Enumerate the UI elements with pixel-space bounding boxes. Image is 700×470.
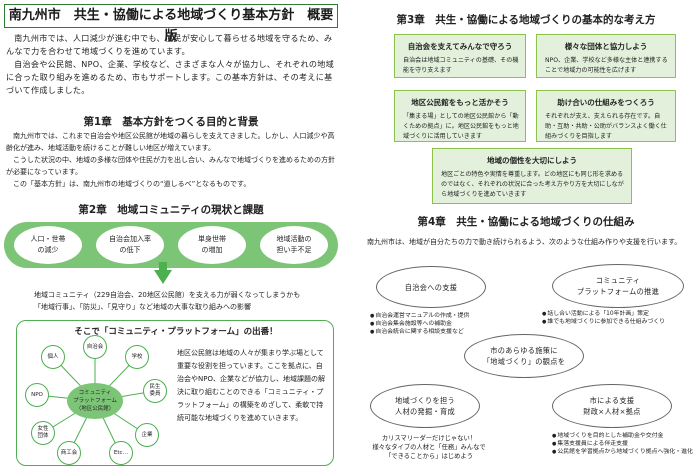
principle-body: 地区ごとの特色や実情を尊重します。どの地区にも同じ形を求めるのではなく、それぞれ… bbox=[441, 171, 624, 198]
chapter4-heading: 第4章 共生・協働による地域づくりの仕組み bbox=[417, 216, 635, 228]
node-npo: NPO bbox=[25, 383, 49, 407]
chapter4-intro: 南九州市は、地域が自分たちの力で動き続けられるよう、次のような仕組み作りや支援を… bbox=[367, 238, 682, 246]
node-neighborhood-association: 自治会 bbox=[83, 335, 107, 359]
caption-line: 「できることから」はじめよう bbox=[384, 453, 474, 460]
principle-body: それぞれが支え、支えられる存在です。自助・互助・共助・公助がバランスよく働く仕組… bbox=[545, 113, 667, 140]
chapter1-body: 南九州市では、これまで自治会や地区公民館が地域の暮らしを支えてきました。しかし、… bbox=[6, 130, 336, 190]
bullet-item: 誰でも地域づくりに参加できる仕組みづくり bbox=[542, 318, 696, 326]
node-individual: 個人 bbox=[41, 345, 65, 369]
left-column: 南九州市 共生・協働による地域づくり基本方針 概要版 南九州市では、人口減少が進… bbox=[4, 4, 338, 466]
community-impact-line: 地域コミュニティ（229自治会、20地区公民館）を支える力が弱くなってしまうかも bbox=[34, 291, 301, 299]
intro-paragraph: 南九州市では、人口減少が進む中でも、住民が安心して暮らせる地域を守るため、みんな… bbox=[6, 33, 333, 56]
platform-title: そこで「コミュニティ・プラットフォーム」の出番！ bbox=[74, 327, 278, 337]
support-bubble: 市による支援 財政×人材×拠点 bbox=[552, 384, 672, 428]
caption-line: カリスマリーダーだけじゃない！ bbox=[381, 435, 477, 442]
support-bubble: 自治会への支援 bbox=[376, 266, 486, 308]
issue-worker-shortage: 地域活動の 担い手不足 bbox=[260, 226, 328, 264]
node-chamber-of-commerce: 商工会 bbox=[57, 441, 81, 465]
bullet-item: 自治会運営マニュアルの作成・提供 bbox=[370, 312, 520, 320]
principle-body: 自治会は地域コミュニティの基礎、その機能を守り支えます bbox=[403, 57, 519, 74]
chapter2-heading: 第2章 地域コミュニティの現状と課題 bbox=[78, 204, 264, 216]
talent-caption: カリスマリーダーだけじゃない！ 様々なタイプの人材と「任務」みんなで 「できるこ… bbox=[356, 434, 502, 461]
principle-box: 地域の個性を大切にしよう 地区ごとの特色や実情を尊重します。どの地区にも同じ形を… bbox=[432, 148, 632, 204]
principle-box: 自治会を支えてみんなで守ろう 自治会は地域コミュニティの基礎、その機能を守り支え… bbox=[394, 34, 526, 78]
node-welfare-commissioner: 民生 委員 bbox=[143, 379, 167, 403]
node-etc: Etc… bbox=[109, 441, 133, 465]
bullet-item: 公民館を学習拠点から地域づくり拠点へ強化・進化 bbox=[552, 448, 696, 456]
principle-box: 助け合いの仕組みをつくろう それぞれが支え、支えられる存在です。自助・互助・共助… bbox=[536, 90, 676, 142]
platform-diagram: 個人 自治会 学校 民生 委員 企業 Etc… 商工会 女性 団体 NPO コミ… bbox=[21, 335, 171, 465]
node-company: 企業 bbox=[135, 423, 159, 447]
platform-center: コミュニティ プラットフォーム （地区公民館） bbox=[67, 383, 123, 419]
principle-box: 様々な団体と協力しよう NPO、企業、学校など多様な主体と連携することで地域力の… bbox=[536, 34, 676, 78]
platform-center-line: プラットフォーム bbox=[73, 398, 117, 404]
right-column: 第3章 共生・協働による地域づくりの基本的な考え方 自治会を支えてみんなで守ろう… bbox=[356, 4, 696, 466]
principle-title: 地区公民館をもっと活かそう bbox=[411, 98, 509, 107]
caption-line: 様々なタイプの人材と「任務」みんなで bbox=[372, 444, 486, 451]
support-bubble: 地域づくりを担う 人材の発掘・育成 bbox=[370, 384, 480, 428]
bubble5-bullets: 地域づくりを目的とした補助金や交付金 集落支援員による伴走支援 公民館を学習拠点… bbox=[552, 432, 696, 456]
community-impact-line: 「地域行事」、「防災」、「見守り」など地域の大事な取り組みへの影響 bbox=[34, 303, 251, 311]
issue-single-households: 単身世帯 の増加 bbox=[178, 226, 246, 264]
intro-text: 南九州市では、人口減少が進む中でも、住民が安心して暮らせる地域を守るため、みんな… bbox=[6, 32, 336, 97]
document-title: 南九州市 共生・協働による地域づくり基本方針 概要版 bbox=[4, 4, 338, 44]
platform-center-line: （地区公民館） bbox=[75, 406, 115, 412]
principle-title: 助け合いの仕組みをつくろう bbox=[557, 98, 655, 107]
chapter1-paragraph: こうした状況の中、地域の多様な団体や住民が力を出し合い、みんなで地域づくりを進め… bbox=[6, 156, 335, 176]
node-school: 学校 bbox=[125, 345, 149, 369]
chapter1-heading: 第1章 基本方針をつくる目的と背景 bbox=[83, 116, 259, 128]
principle-body: NPO、企業、学校など多様な主体と連携することで地域力の可能性を広げます bbox=[545, 57, 668, 74]
support-bubble: 市のあらゆる施策に 「地域づくり」の観点を bbox=[464, 334, 584, 378]
bullet-item: 地域づくりを目的とした補助金や交付金 bbox=[552, 432, 696, 440]
platform-box: そこで「コミュニティ・プラットフォーム」の出番！ 個人 bbox=[16, 320, 334, 466]
principle-box: 地区公民館をもっと活かそう 「集まる場」としての地区公民館から「動くための拠点」… bbox=[394, 90, 526, 142]
issue-population-decline: 人口・世帯 の減少 bbox=[14, 226, 82, 264]
node-womens-group: 女性 団体 bbox=[31, 421, 55, 445]
chapter3-heading: 第3章 共生・協働による地域づくりの基本的な考え方 bbox=[396, 14, 656, 26]
chapter1-paragraph: 南九州市では、これまで自治会や地区公民館が地域の暮らしを支えてきました。しかし、… bbox=[6, 132, 335, 152]
platform-description: 地区公民館は地域の人々が集まり学ぶ場として重要な役割を担っています。ここを拠点に… bbox=[177, 349, 325, 422]
community-impact-text: 地域コミュニティ（229自治会、20地区公民館）を支える力が弱くなってしまうかも… bbox=[34, 289, 334, 313]
principle-title: 様々な団体と協力しよう bbox=[564, 42, 648, 51]
support-bubble: コミュニティ プラットフォームの推進 bbox=[552, 264, 684, 308]
issue-membership-decline: 自治会加入率 の低下 bbox=[96, 226, 164, 264]
intro-paragraph: 自治会や公民館、NPO、企業、学校など、さまざまな人々が協力し、それぞれの地域に… bbox=[6, 59, 335, 95]
bullet-item: 自治会統合に関する相談支援など bbox=[370, 328, 520, 336]
down-arrow-icon bbox=[154, 262, 172, 284]
bubble1-bullets: 自治会運営マニュアルの作成・提供 自治会集会施設等への補助金 自治会統合に関する… bbox=[370, 312, 520, 336]
principle-title: 地域の個性を大切にしよう bbox=[487, 156, 577, 165]
principle-body: 「集まる場」としての地区公民館から「動くための拠点」に。地区公民館をもっと地域づ… bbox=[403, 113, 519, 140]
bullet-item: 集落支援員による伴走支援 bbox=[552, 440, 696, 448]
platform-center-line: コミュニティ bbox=[78, 390, 112, 396]
bubble2-bullets: 話し合い活動による「10年計画」策定 誰でも地域づくりに参加できる仕組みづくり bbox=[542, 310, 696, 326]
principle-title: 自治会を支えてみんなで守ろう bbox=[407, 42, 513, 51]
chapter1-paragraph: この「基本方針」は、南九州市の地域づくりの“道しるべ”となるものです。 bbox=[13, 180, 251, 188]
bullet-item: 話し合い活動による「10年計画」策定 bbox=[542, 310, 696, 318]
bullet-item: 自治会集会施設等への補助金 bbox=[370, 320, 520, 328]
